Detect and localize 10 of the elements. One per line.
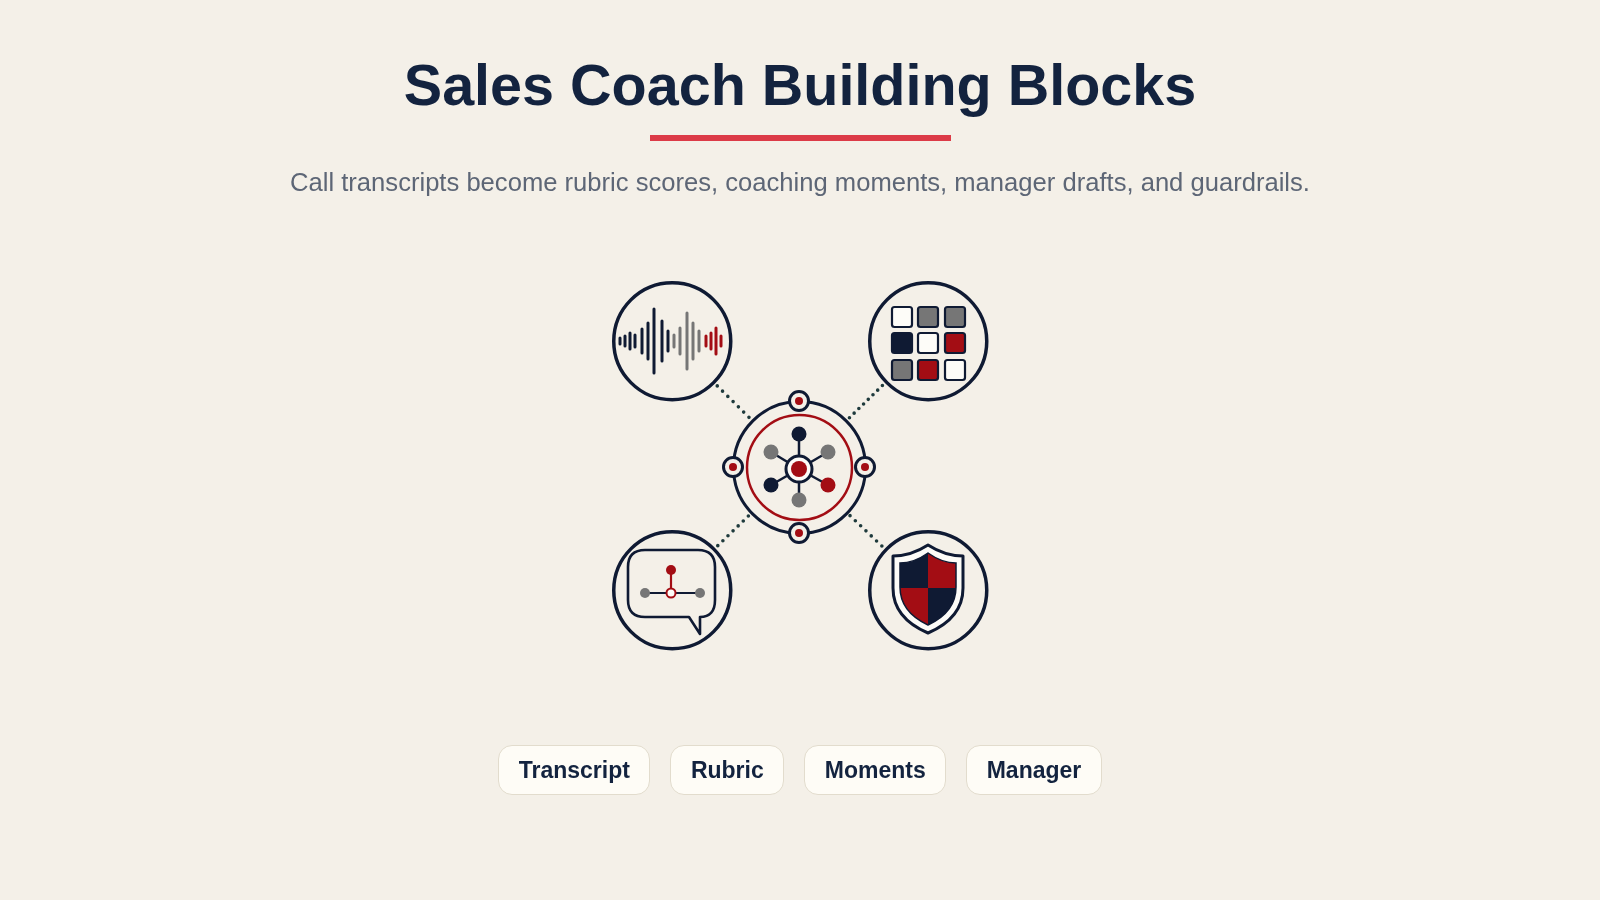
icon-circle bbox=[611, 280, 733, 402]
icon-circle bbox=[611, 529, 733, 651]
tag-pill: Manager bbox=[966, 745, 1102, 795]
icon-circle bbox=[867, 529, 989, 651]
tag-pill: Moments bbox=[804, 745, 947, 795]
subtitle: Call transcripts become rubric scores, coaching moments, manager drafts, and guardrails. bbox=[290, 166, 1310, 198]
tag-pill: Rubric bbox=[670, 745, 785, 795]
title: Sales Coach Building Blocks bbox=[403, 52, 1197, 119]
tag-pill: Transcript bbox=[498, 745, 651, 795]
icon-circle bbox=[867, 280, 989, 402]
